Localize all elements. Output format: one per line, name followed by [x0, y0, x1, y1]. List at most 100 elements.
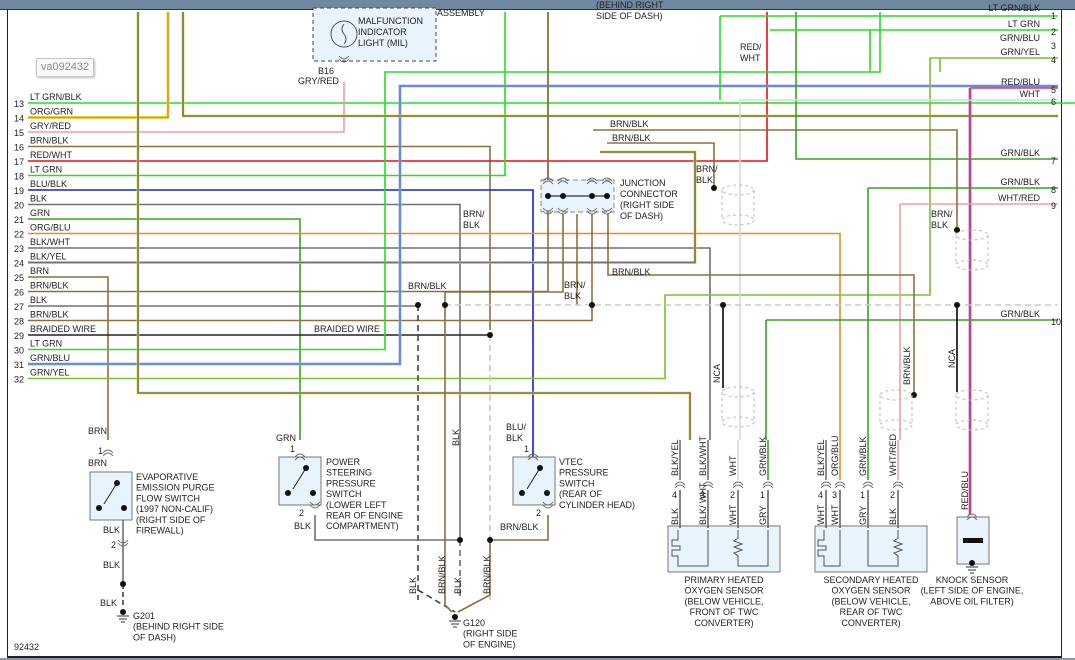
junction-connector-icon [557, 207, 569, 215]
knock-label: (LEFT SIDE OF ENGINE, [921, 586, 1024, 596]
g120-label: OF ENGINE) [463, 639, 516, 649]
blk-vertical-label: BLK [453, 577, 463, 594]
wire-31-edge [28, 84, 1058, 366]
mil-connector-icon [338, 55, 350, 63]
ps-label: PRESSURE [326, 478, 376, 488]
wire-17 [28, 12, 768, 162]
wire-30 [28, 12, 881, 351]
brn-blk-label: BRN/BLK [408, 281, 447, 291]
left-pin-number: 17 [14, 157, 24, 167]
secondary-o2-label: OXYGEN SENSOR [831, 586, 911, 596]
wire-25 [28, 276, 109, 440]
brn-blk-label: BLK [564, 291, 581, 301]
wire-31 [28, 85, 1058, 365]
left-pin-wire-label: LT GRN/BLK [30, 92, 82, 102]
brn-blk-label: BLK [931, 220, 948, 230]
left-pin-number: 27 [14, 302, 24, 312]
wire-16 [28, 145, 491, 330]
shield-bottom [955, 419, 989, 431]
knock-label: KNOCK SENSOR [936, 575, 1009, 585]
ps-label: REAR OF ENGINE [326, 511, 403, 521]
shield-bottom [879, 419, 913, 431]
ps-wire-in: GRN [276, 433, 296, 443]
ps-pin-2: 2 [299, 508, 304, 518]
evap-label: (1997 NON-CALIF) [136, 504, 213, 514]
ps-switch-box [278, 456, 322, 506]
vtec-label: CYLINDER HEAD) [559, 500, 635, 510]
right-pin-number: 2 [1051, 27, 1056, 37]
shield-top [955, 229, 989, 241]
nca-label: NCA [947, 349, 957, 368]
primary-o2-pin-number: 2 [730, 490, 735, 500]
secondary-o2-lead-label: GRY [858, 506, 868, 525]
left-pin-wire-label: GRN [30, 208, 50, 218]
left-pin-wire-label: GRN/YEL [30, 368, 70, 378]
splice-dot [954, 227, 960, 233]
left-pin-number: 14 [14, 114, 24, 124]
primary-o2-connector-icon [762, 481, 774, 489]
right-pin-wire-label: GRN/BLK [1000, 309, 1040, 319]
red-wht-label: WHT [740, 53, 761, 63]
g120-ground-icon [449, 620, 461, 628]
right-pin-number: 4 [1051, 55, 1056, 65]
right-pin-number: 5 [1051, 85, 1056, 95]
shield-top [721, 184, 755, 196]
shield-bottom [955, 259, 989, 271]
splice-dot [589, 302, 595, 308]
vtec-wire-out: BRN/BLK [500, 522, 539, 532]
knock-connector-icon [966, 513, 978, 521]
vtec-pin-2: 2 [536, 508, 541, 518]
right-pin-number: 6 [1051, 97, 1056, 107]
bottom-scrollbar[interactable] [0, 658, 1075, 660]
secondary-o2-lead-label: BLK [888, 508, 898, 525]
left-pin-wire-label: BLK [30, 295, 47, 305]
figure-number: 92432 [14, 642, 40, 652]
left-pin-number: 20 [14, 201, 24, 211]
shield-knock-lower [955, 389, 989, 431]
wire-26 [28, 12, 549, 293]
junction-connector-icon [601, 207, 613, 215]
shield-bottom [721, 214, 755, 226]
filament-icon [341, 23, 347, 45]
nca-label: NCA [712, 364, 722, 383]
left-pin-wire-label: ORG/BLU [30, 223, 71, 233]
splice-dot [954, 302, 960, 308]
evap-pin-1: 1 [98, 446, 103, 456]
right-pin-wire-label: GRN/BLU [1000, 33, 1040, 43]
blk-vertical-label: BLK [451, 429, 461, 446]
mil-label: MALFUNCTION [358, 16, 423, 26]
secondary-o2-wire-label: ORG/BLU [830, 435, 840, 476]
vtec-connector-icon [542, 501, 554, 509]
ps-label: SWITCH [326, 489, 362, 499]
wire-14 [28, 12, 169, 119]
evap-pin-2: 2 [111, 540, 116, 550]
right-pin-number: 3 [1051, 41, 1056, 51]
ps-label: COMPARTMENT) [326, 521, 399, 531]
left-pin-number: 24 [14, 259, 24, 269]
ground-dot [452, 614, 458, 620]
resistor-icon [867, 530, 904, 567]
piezo-icon [963, 538, 983, 543]
secondary-o2-connector-icon [892, 481, 904, 489]
ps-switch-dot [310, 490, 316, 496]
left-pin-wire-label: BLU/BLK [30, 179, 67, 189]
wire-brn-blk-shield [593, 129, 958, 230]
knock-ground-icon [966, 566, 978, 574]
brn-blk-vertical-label: BRN/BLK [437, 555, 447, 594]
secondary-o2-box [814, 525, 928, 573]
vtec-label: (REAR OF [559, 489, 603, 499]
right-pin-number: 8 [1051, 185, 1056, 195]
left-pin-wire-label: BRAIDED WIRE [30, 324, 96, 334]
left-pin-number: 32 [14, 375, 24, 385]
g201-label: (BEHIND RIGHT SIDE [133, 622, 224, 632]
left-pin-wire-label: BRN [30, 266, 49, 276]
left-pin-wire-label: BLK/YEL [30, 252, 67, 262]
left-pin-wire-label: LT GRN [30, 165, 62, 175]
left-pin-number: 13 [14, 99, 24, 109]
wire-brn-blk-primary-shield [607, 142, 715, 188]
brn-blk-vertical-label: BRN/BLK [902, 346, 912, 385]
wire-org-grn-trunk [182, 12, 1058, 117]
left-pin-wire-label: GRY/RED [30, 121, 71, 131]
left-pin-number: 31 [14, 360, 24, 370]
evap-switch-contact [103, 482, 118, 505]
